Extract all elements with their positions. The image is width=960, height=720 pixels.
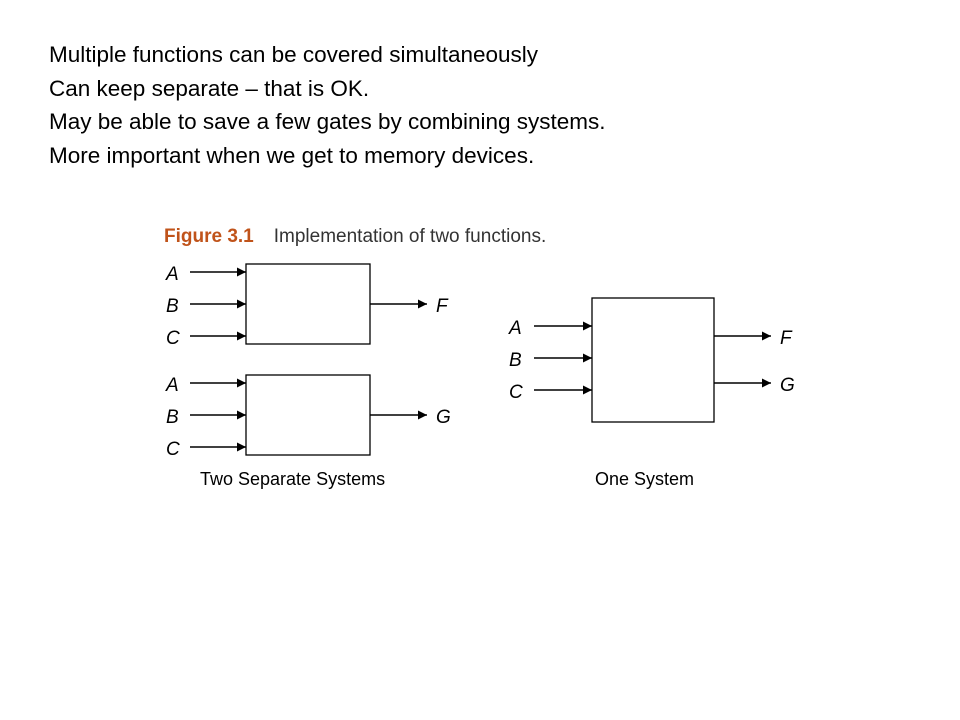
figure-number: Figure 3.1 bbox=[164, 226, 254, 247]
input-label-c: C bbox=[166, 328, 180, 349]
input-label-a: A bbox=[165, 264, 179, 285]
separate-systems-label: Two Separate Systems bbox=[200, 469, 386, 489]
output-label-f: F bbox=[436, 296, 449, 317]
input-label-b: B bbox=[166, 296, 179, 317]
bullet-item: Can keep separate – that is OK. bbox=[49, 75, 370, 101]
bullet-list: Multiple functions can be covered simult… bbox=[49, 38, 606, 172]
input-label-a: A bbox=[165, 375, 179, 396]
combined-system-box bbox=[591, 297, 715, 423]
bullet-item: More important when we get to memory dev… bbox=[49, 142, 535, 168]
figure-title: Implementation of two functions. bbox=[273, 226, 547, 247]
system-1-box bbox=[245, 263, 371, 345]
input-label-c: C bbox=[509, 382, 523, 403]
input-label-c: C bbox=[166, 439, 180, 460]
figure-caption: Figure 3.1 Implementation of two function… bbox=[164, 226, 546, 248]
bullet-item: Multiple functions can be covered simult… bbox=[49, 42, 539, 67]
bullet-item: May be able to save a few gates by combi… bbox=[49, 109, 606, 134]
output-label-f: F bbox=[780, 328, 793, 349]
output-label-g: G bbox=[436, 407, 451, 428]
one-system-label: One System bbox=[595, 469, 695, 489]
separate-system-2: A B C G bbox=[165, 374, 451, 460]
system-2-box bbox=[245, 374, 371, 456]
input-label-b: B bbox=[509, 350, 522, 371]
input-label-a: A bbox=[508, 318, 522, 339]
input-label-b: B bbox=[166, 407, 179, 428]
separate-system-1: A B C F bbox=[165, 263, 449, 349]
combined-system: A B C F G bbox=[508, 297, 795, 423]
output-label-g: G bbox=[780, 375, 795, 396]
